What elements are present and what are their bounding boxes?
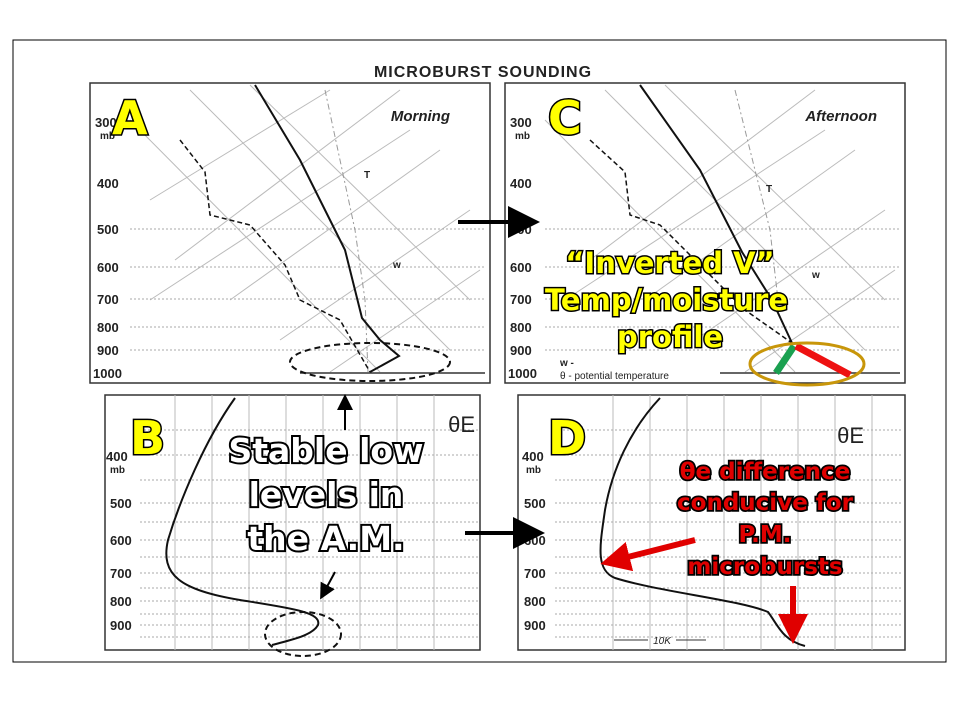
label-text: 800 — [510, 320, 532, 335]
panel-letter-c: C — [548, 91, 582, 145]
arrow-down-to-ellipse — [320, 571, 336, 600]
label-text: 1000 — [508, 366, 537, 381]
panel-c-label: Afternoon — [804, 108, 877, 125]
label-text: Temp/moisture — [545, 283, 788, 317]
label-text: 400 — [522, 449, 544, 464]
label-text: 800 — [97, 320, 119, 335]
theta-e-curve-d — [599, 397, 806, 647]
label-text: 900 — [110, 618, 132, 633]
label-text: 10K — [653, 636, 672, 647]
label-text: 800 — [110, 594, 132, 609]
label-text: 400 — [97, 176, 119, 191]
label-text: 500 — [97, 222, 119, 237]
label-text: θ - potential temperature — [560, 371, 669, 382]
label-text: P.M. — [739, 522, 792, 548]
green-moisture-segment — [773, 344, 797, 375]
label-text: 900 — [97, 343, 119, 358]
panel-letter-a: A — [112, 91, 148, 145]
label-text: 700 — [110, 566, 132, 581]
label-text: “Inverted V” — [565, 246, 774, 280]
label-text: 900 — [524, 618, 546, 633]
panel-d-theta-e-afternoon: 10K θE 400 mb 500 600 700 800 900 D — [517, 394, 906, 651]
stable-layer-ellipse-b — [264, 611, 342, 657]
stable-layer-ellipse-a — [289, 342, 451, 382]
label-text: profile — [617, 320, 723, 354]
label-text: levels in — [249, 475, 404, 514]
label-text: 300 — [510, 115, 532, 130]
label-text: w - — [559, 358, 574, 369]
label-text: 1000 — [93, 366, 122, 381]
label-text: 400 — [510, 176, 532, 191]
label-text: mb — [515, 131, 530, 142]
red-arrow-700mb — [600, 537, 696, 572]
label-text: mb — [110, 465, 125, 476]
panel-b-theta-e-morning: θE 400 mb 500 600 700 800 900 B — [104, 394, 481, 657]
label-text: 600 — [110, 533, 132, 548]
label-text: T — [766, 184, 772, 195]
label-text: 700 — [97, 292, 119, 307]
stable-low-levels-annotation: Stable low levels in the A.M. — [226, 429, 425, 560]
inverted-v-annotation: “Inverted V” Temp/moisture profile — [544, 245, 790, 356]
label-text: 700 — [524, 566, 546, 581]
label-text: the A.M. — [247, 519, 404, 558]
label-text: w — [392, 260, 401, 271]
label-text: mb — [526, 465, 541, 476]
figure-title: MICROBURST SOUNDING — [374, 64, 592, 81]
temperature-curve — [254, 84, 401, 373]
label-text: 600 — [510, 260, 532, 275]
label-text: θE — [837, 423, 864, 448]
label-text: 300 — [95, 115, 117, 130]
label-text: Stable low — [228, 431, 423, 470]
label-text: microbursts — [687, 554, 842, 580]
label-text: 900 — [510, 343, 532, 358]
panel-a-morning-sounding: T w Morning 300 mb 400 500 600 700 800 9… — [89, 82, 491, 384]
label-text: θe difference — [680, 459, 851, 485]
panel-letter-b: B — [130, 411, 165, 465]
label-text: w — [811, 270, 820, 281]
label-text: 400 — [106, 449, 128, 464]
label-text: conducive for — [677, 490, 854, 516]
label-text: 500 — [110, 496, 132, 511]
panel-letter-d: D — [548, 411, 586, 465]
theta-e-difference-annotation: θe difference conducive for P.M. microbu… — [675, 457, 855, 582]
panel-c-afternoon-sounding: T w w - θ - potential temperature Aftern… — [504, 82, 906, 387]
label-text: 700 — [510, 292, 532, 307]
panel-a-label: Morning — [391, 108, 450, 125]
label-text: 500 — [510, 222, 532, 237]
label-text: 800 — [524, 594, 546, 609]
slide-frame — [12, 39, 947, 663]
label-text: mb — [100, 131, 115, 142]
label-text: 500 — [524, 496, 546, 511]
label-text: 600 — [524, 533, 546, 548]
label-text: θE — [448, 412, 475, 437]
inverted-v-ellipse — [748, 341, 866, 387]
label-text: 600 — [97, 260, 119, 275]
red-temperature-segment — [794, 342, 852, 379]
theta-e-curve-b — [165, 397, 320, 646]
label-text: T — [364, 170, 370, 181]
